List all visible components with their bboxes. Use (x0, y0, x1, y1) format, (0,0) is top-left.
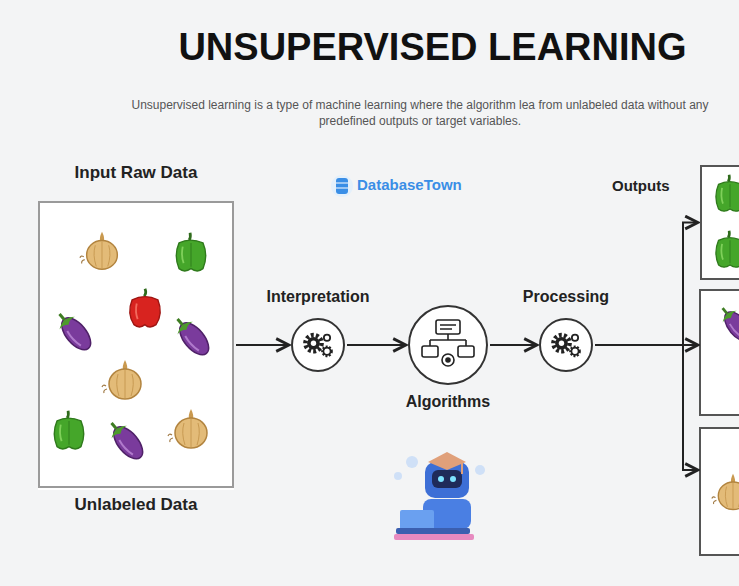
circle-border (291, 318, 345, 372)
flow-arrow (347, 344, 406, 346)
circle-label: Interpretation (243, 288, 393, 306)
algorithm-icon (422, 320, 474, 366)
robot-illustration (394, 452, 485, 540)
output-box: Outputs (612, 165, 739, 280)
title: UNSUPERVISED LEARNING (130, 26, 735, 69)
output-heading: Outputs (612, 177, 670, 194)
note-label: Unsupervised learning is a type of machi… (105, 97, 735, 129)
circle-border (539, 318, 593, 372)
circle-label: Processing (491, 288, 641, 306)
panel-border (38, 201, 234, 488)
circle-border (408, 305, 488, 385)
logo-icon (331, 175, 353, 197)
panel-footer: Unlabeled Data (38, 495, 234, 515)
panel-heading: Input Raw Data (38, 163, 234, 183)
flow-arrow (595, 223, 698, 346)
flow-arrow (490, 344, 537, 346)
process-circle: Algorithms (373, 305, 523, 411)
process-circle: Interpretation (243, 288, 393, 372)
flow-arrow (236, 344, 289, 346)
output-border (700, 165, 739, 280)
circle-label: Algorithms (373, 393, 523, 411)
data-panel: Input Raw DataUnlabeled Data (38, 163, 234, 515)
process-circle: Processing (491, 288, 641, 372)
note-label: DatabaseTown (357, 176, 462, 193)
